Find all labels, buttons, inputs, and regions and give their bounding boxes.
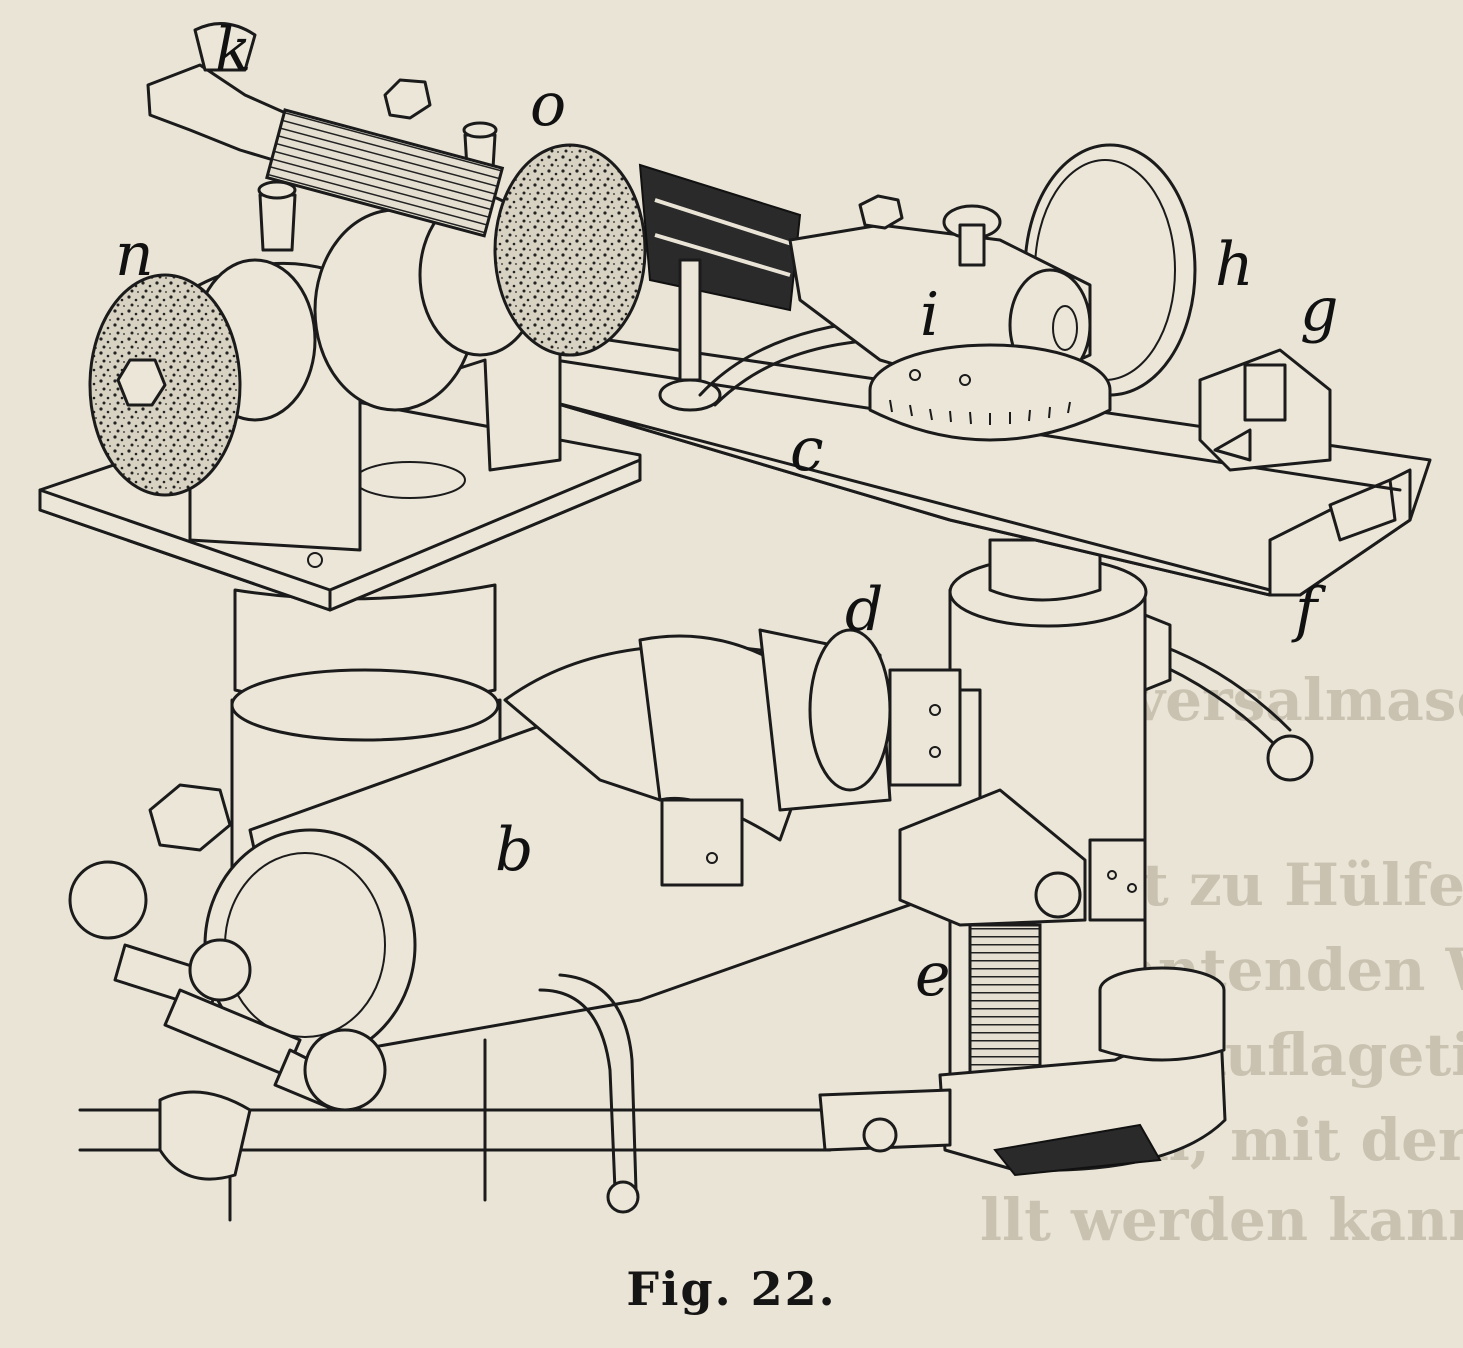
work-head <box>658 143 1332 472</box>
label-b: b <box>495 815 533 885</box>
gear-teeth <box>993 1123 1162 1177</box>
label-g: g <box>1300 275 1338 345</box>
label-d: d <box>845 575 883 645</box>
knurled-grip <box>265 108 505 238</box>
label-f: f <box>1291 575 1327 645</box>
figure-caption: Fig. 22. <box>626 1262 837 1316</box>
grinding-wheel-o <box>493 143 647 357</box>
grinding-head <box>88 121 647 552</box>
horizontal-arm <box>68 613 1314 1214</box>
top-spindle <box>146 22 802 312</box>
svg-text:Auflagetisch (Fig. 20) sieht: Auflagetisch (Fig. 20) sieht <box>1179 1021 1463 1089</box>
label-e: e <box>915 940 951 1010</box>
label-i: i <box>920 280 939 350</box>
column-base <box>78 538 1227 1222</box>
label-n: n <box>115 220 154 290</box>
label-k: k <box>215 15 251 85</box>
elevating-screw <box>968 923 1042 1087</box>
label-h: h <box>1215 230 1254 300</box>
label-o: o <box>530 70 566 140</box>
label-c: c <box>790 415 824 485</box>
svg-text:llt werden kann. Das Kugellage: llt werden kann. Das Kugellager dieses <box>980 1186 1463 1254</box>
crank-handle <box>68 860 387 1181</box>
